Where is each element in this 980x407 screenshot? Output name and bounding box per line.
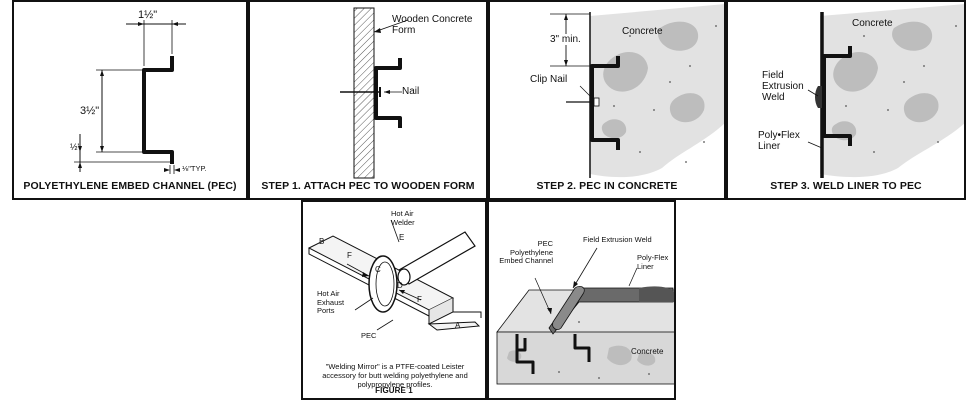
concrete-label-section: Concrete: [631, 347, 664, 356]
exhaust-ports-label: Hot Air Exhaust Ports: [317, 289, 345, 315]
clip-nail-label: Clip Nail: [530, 74, 568, 85]
liner-weld-section-drawing: [496, 247, 674, 385]
pec-dimension-drawing: [74, 20, 186, 174]
step-2-drawing: [550, 4, 724, 178]
weld-label-section: Field Extrusion Weld: [583, 235, 652, 244]
panel-step-2: 3" min. Concrete Clip Nail STEP 2. PEC I…: [488, 0, 726, 200]
pec-label-section: PEC Polyethylene Embed Channel: [499, 239, 553, 265]
welder-label: Hot Air Welder: [391, 209, 415, 227]
liner-label-section: Poly-Flex Liner: [637, 253, 669, 271]
letter-f-top: F: [347, 251, 352, 260]
step-3-drawing: [807, 4, 964, 178]
panel-step-3: Concrete Field Extrusion Weld Poly•Flex …: [726, 0, 966, 200]
letter-d: D: [397, 281, 403, 290]
concrete-label-step-2: Concrete: [622, 26, 663, 37]
welding-mirror-drawing: [307, 219, 482, 331]
panel-step-1: Wooden Concrete Form Nail STEP 1. ATTACH…: [248, 0, 488, 200]
wooden-form-label: Wooden Concrete Form: [392, 14, 473, 36]
panel-2-caption: STEP 1. ATTACH PEC TO WOODEN FORM: [261, 180, 475, 192]
panel-figure-1: E Hot Air Welder B F C D F A Hot Air Exh…: [301, 200, 487, 400]
panel-4-caption: STEP 3. WELD LINER TO PEC: [770, 180, 922, 192]
dim-top-label: 1½": [138, 9, 158, 21]
panel-pec-dimensions: 1½" 3½" ½" ⅛"TYP. POLYETHYLENE EMBED CHA…: [12, 0, 248, 200]
dim-height-label: 3½": [80, 105, 100, 117]
concrete-label-step-3: Concrete: [852, 18, 893, 29]
pec-label-figure-1: PEC: [361, 331, 377, 340]
letter-e: E: [399, 233, 405, 242]
letter-a: A: [455, 321, 461, 330]
welding-mirror-note: "Welding Mirror" is a PTFE-coated Leiste…: [322, 362, 468, 389]
panel-1-caption: POLYETHYLENE EMBED CHANNEL (PEC): [23, 180, 237, 192]
letter-f-bottom: F: [417, 295, 422, 304]
figure-1-caption: FIGURE 1: [375, 386, 413, 395]
dim-small-label: ½": [70, 142, 81, 152]
dim-thickness-label: ⅛"TYP.: [182, 164, 207, 173]
weld-label-step-3: Field Extrusion Weld: [762, 70, 804, 103]
nail-label: Nail: [402, 86, 420, 97]
letter-b: B: [319, 237, 325, 246]
step-1-drawing: [340, 7, 409, 179]
panel-3-caption: STEP 2. PEC IN CONCRETE: [536, 180, 678, 192]
liner-label-step-3: Poly•Flex Liner: [758, 130, 800, 152]
depth-label: 3" min.: [550, 34, 581, 45]
panel-liner-weld-section: PEC Polyethylene Embed Channel Field Ext…: [487, 200, 676, 400]
letter-c: C: [375, 265, 381, 274]
